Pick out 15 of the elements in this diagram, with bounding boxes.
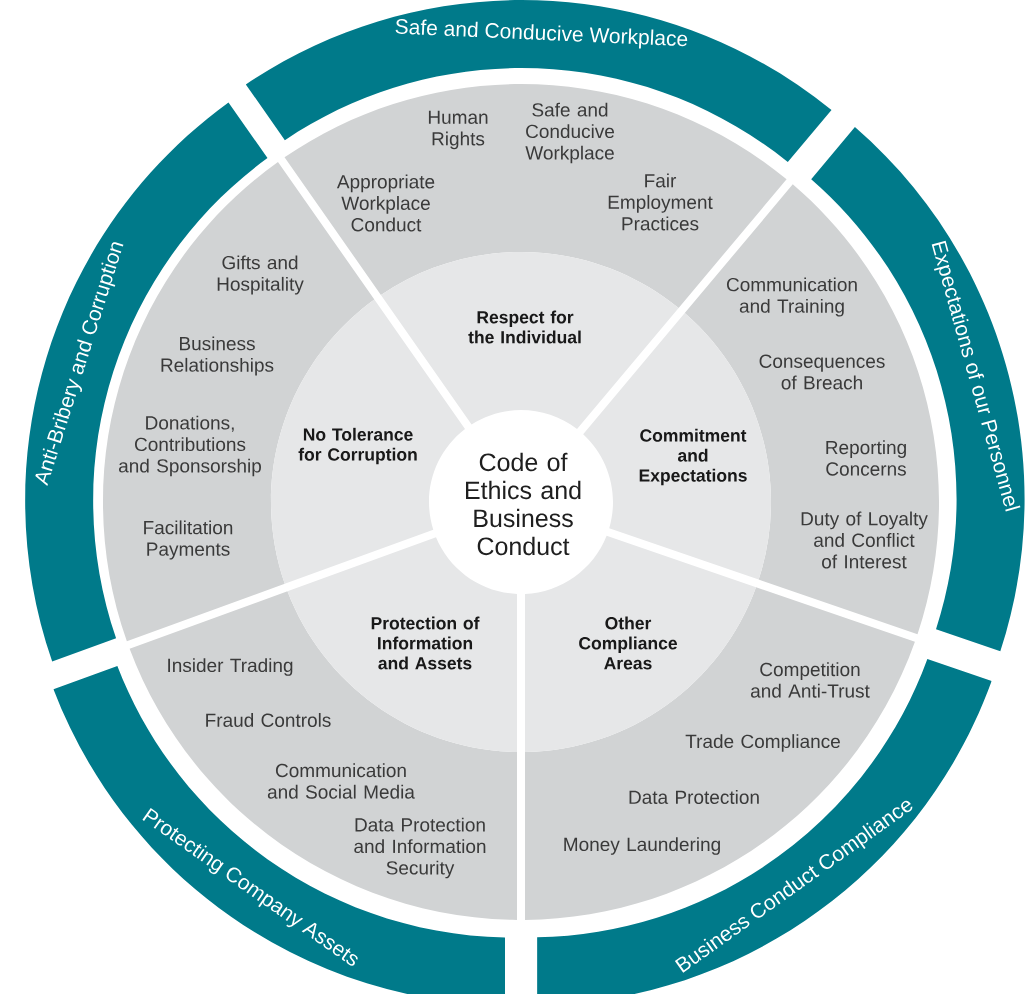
item-text: Appropriate Workplace Conduct bbox=[336, 174, 435, 232]
item-text: Facilitation Payments bbox=[144, 520, 233, 560]
item-text: Money Laundering bbox=[564, 837, 720, 855]
item-text: Data Protection and Information Security bbox=[354, 817, 486, 879]
item-text: Data Protection bbox=[629, 790, 759, 804]
item-text: Communication and Social Media bbox=[267, 763, 415, 799]
item-text: Safe and Conducive Workplace bbox=[525, 102, 615, 164]
node-label: Commitment and Expectations bbox=[639, 428, 747, 486]
item-text: Fair Employment Practices bbox=[608, 173, 713, 231]
item-text: Donations, Contributions and Sponsorship bbox=[119, 415, 261, 477]
ring-segment: Respect for the Individual bbox=[380, 252, 679, 429]
item-text: Reporting Concerns bbox=[826, 440, 906, 476]
node-label: No Tolerance for Corruption bbox=[298, 427, 417, 465]
node-label: Respect for the Individual bbox=[468, 310, 581, 344]
item-text: Human Rights bbox=[428, 110, 488, 150]
